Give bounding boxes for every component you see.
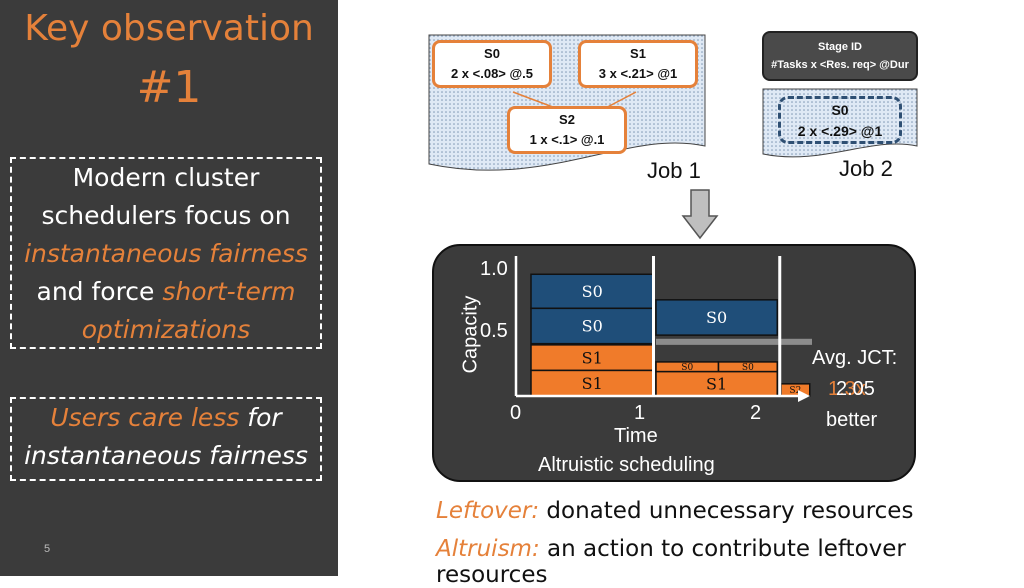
observation-box: Modern cluster schedulers focus on insta… [10, 157, 322, 349]
y-tick-05: 0.5 [480, 320, 508, 342]
gantt-block-s1 [530, 344, 655, 372]
chart-title: Altruistic scheduling [538, 454, 715, 476]
gantt-block-label: S1 [706, 374, 727, 393]
gantt-block-s0 [530, 273, 655, 310]
job2-caption: Job 2 [839, 156, 893, 181]
job1-stage-s2: S2 1 x <.1> @.1 [507, 106, 627, 154]
box1-line1: Modern cluster [72, 163, 260, 192]
definition-leftover: Leftover: donated unnecessary resources [436, 498, 914, 524]
box1-line4: and force short-term [36, 277, 296, 306]
page-number: 5 [44, 543, 51, 555]
job1-stage-s0: S0 2 x <.08> @.5 [432, 40, 552, 88]
definition-altruism: Altruism: an action to contribute leftov… [436, 536, 906, 588]
box2-line2: instantaneous fairness [24, 441, 308, 470]
box1-line5: optimizations [81, 315, 251, 344]
stage-legend: Stage ID #Tasks x <Res. req> @Dur [762, 31, 918, 81]
gantt-block-label: S0 [582, 317, 603, 336]
job1-caption: Job 1 [647, 158, 701, 183]
jct-label: Avg. JCT: [812, 347, 898, 369]
gantt-block-label: S2 [789, 386, 801, 396]
job1-stage-s1: S1 3 x <.21> @1 [578, 40, 698, 88]
gantt-block-label: S1 [582, 348, 603, 367]
gantt-block-s0 [655, 299, 778, 336]
x-tick-1: 1 [634, 402, 646, 424]
x-axis-label: Time [614, 425, 658, 447]
box2-line1: Users care less for [50, 403, 282, 432]
x-axis-arrow-icon [798, 390, 810, 402]
leftover-band [656, 338, 812, 345]
gantt-block-label: S0 [582, 282, 603, 301]
gantt-block-label: S1 [582, 374, 603, 393]
users-box: Users care less for instantaneous fairne… [10, 397, 322, 481]
box1-line2: schedulers focus on [41, 201, 291, 230]
jct-value: 1.3x 2.05 [828, 378, 875, 400]
gantt-block-label: S0 [681, 363, 693, 373]
x-tick-2: 2 [750, 402, 762, 424]
jct-better: better [826, 409, 878, 431]
gantt-block-s1 [655, 370, 778, 397]
y-axis-label: Capacity [459, 295, 482, 374]
job2-panel-shape [762, 88, 918, 158]
y-tick-1: 1.0 [480, 258, 508, 280]
slide-title: Key observation [24, 8, 314, 49]
left-panel: Key observation #1 Modern cluster schedu… [0, 0, 338, 576]
slide-subtitle: #1 [136, 62, 202, 113]
gantt-block-label: S0 [742, 363, 754, 373]
gantt-block-label: S0 [706, 308, 727, 327]
down-arrow-icon [681, 189, 719, 240]
job2-stage-s0: S0 2 x <.29> @1 [778, 96, 902, 144]
box1-line3: instantaneous fairness [24, 239, 308, 268]
x-tick-0: 0 [510, 402, 522, 424]
